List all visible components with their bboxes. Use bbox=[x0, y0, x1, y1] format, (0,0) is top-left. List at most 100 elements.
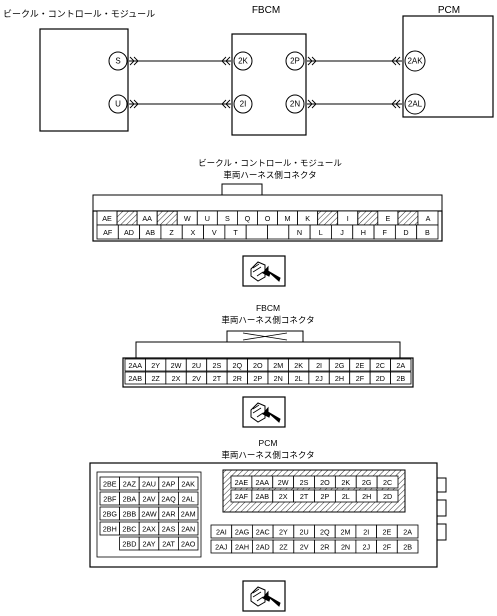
pcm-right-bottom-pin-1-8: 2F bbox=[376, 539, 398, 554]
pcm-left-pin-0-2-label: 2AU bbox=[142, 480, 156, 489]
vcm-pin-row2-5: V bbox=[203, 224, 226, 240]
fbcm-pin-row1-4: 2S bbox=[206, 358, 228, 372]
pcm-right-bottom-pin-1-6: 2N bbox=[334, 539, 357, 554]
pcm-left-pin-0-3-label: 2AP bbox=[162, 480, 176, 489]
pcm-left-pin-1-1-label: 2BA bbox=[123, 495, 137, 504]
vcm-pin-row1-4: W bbox=[176, 210, 198, 226]
pcm-left-pin-2-3-label: 2AR bbox=[162, 510, 176, 519]
pcm-right-bottom-pin-1-8-label: 2F bbox=[383, 543, 392, 552]
fbcm-pin-row2-13-label: 2B bbox=[396, 374, 405, 383]
connector-chevrons bbox=[129, 56, 401, 109]
vcm-pin-row2-6: T bbox=[224, 224, 247, 240]
pcm-pin-2ak-label: 2AK bbox=[407, 57, 423, 66]
pcm-right-top-pin-1-0: 2AF bbox=[230, 489, 253, 503]
chevron bbox=[129, 99, 135, 109]
pcm-right-bottom-pin-1-9: 2B bbox=[396, 539, 419, 554]
pcm-right-top-pin-0-3: 2S bbox=[293, 475, 315, 489]
pcm-right-bottom-pin-0-7-label: 2I bbox=[363, 528, 369, 537]
vcm-pin-row2-9: N bbox=[288, 224, 311, 240]
chevron bbox=[307, 99, 313, 109]
pcm-right-bottom-pin-0-1-label: 2AG bbox=[235, 528, 250, 537]
pcm-right-top-pin-0-5: 2K bbox=[334, 475, 357, 489]
fbcm-pin-row2-2-label: 2X bbox=[172, 374, 181, 383]
vcm-pin-row1-6: S bbox=[216, 210, 238, 226]
pcm-left-pin-4-1-label: 2BD bbox=[122, 540, 136, 549]
vcm-pin-row2-7 bbox=[245, 224, 268, 240]
pcm-left-pin-3-2: 2AX bbox=[138, 521, 160, 536]
pcm-right-top-pin-1-6: 2H bbox=[355, 489, 378, 503]
vcm-pin-row2-2: AB bbox=[139, 224, 162, 240]
chevron bbox=[395, 99, 401, 109]
vcm-pin-row1-2-label: AA bbox=[142, 214, 152, 223]
fbcm-pin-row1-12-label: 2C bbox=[376, 361, 385, 370]
pcm-left-pin-1-3-label: 2AQ bbox=[161, 495, 176, 504]
pcm-pin-2al-label: 2AL bbox=[408, 100, 423, 109]
pcm-right-bottom-pin-0-1: 2AG bbox=[231, 524, 253, 539]
pcm-right-top-pin-1-5: 2L bbox=[334, 489, 357, 503]
vcm-pin-row2-5-label: V bbox=[212, 228, 217, 237]
pcm-left-pin-1-3: 2AQ bbox=[158, 491, 179, 506]
vcm-pin-row2-15: B bbox=[416, 224, 439, 240]
vcm-pin-row1-16: A bbox=[417, 210, 439, 226]
pcm-right-top-pin-0-0: 2AE bbox=[230, 475, 253, 489]
fbcm-pin-row2-5-label: 2R bbox=[233, 374, 242, 383]
pcm-right-bottom-pin-1-3-label: 2Z bbox=[279, 543, 288, 552]
fbcm-pin-row1-11-label: 2E bbox=[356, 361, 365, 370]
fbcm-pin-row2-1-label: 2Z bbox=[151, 374, 160, 383]
pcm-connector-subtitle: 車両ハーネス側コネクタ bbox=[221, 450, 314, 460]
fbcm-pin-row2-4-label: 2T bbox=[213, 374, 222, 383]
pcm-right-top-pin-0-7: 2C bbox=[376, 475, 399, 489]
fbcm-pin-row1-13: 2A bbox=[390, 358, 412, 372]
pcm-left-pin-1-4-label: 2AL bbox=[182, 495, 195, 504]
fbcm-pin-row2-10: 2H bbox=[328, 371, 351, 385]
fbcm-pin-row2-5: 2R bbox=[226, 371, 248, 385]
chevron bbox=[311, 99, 317, 109]
fbcm-pin-row1-7-label: 2M bbox=[273, 361, 283, 370]
fbcm-connector-title: FBCM bbox=[256, 303, 280, 313]
fbcm-pin-row2-0: 2AB bbox=[124, 371, 146, 385]
chevron bbox=[225, 99, 231, 109]
pcm-left-pin-1-4: 2AL bbox=[177, 491, 199, 506]
vcm-pin-s-label: S bbox=[115, 57, 120, 66]
pcm-right-bottom-pin-1-1-label: 2AH bbox=[235, 543, 249, 552]
vcm-pin-row2-12-label: H bbox=[361, 228, 366, 237]
pcm-right-bottom-pin-1-5: 2R bbox=[314, 539, 336, 554]
vcm-pin-row2-0-label: AF bbox=[103, 228, 113, 237]
vcm-pin-u-label: U bbox=[115, 100, 121, 109]
fbcm-pin-2p: 2P bbox=[285, 51, 305, 71]
vcm-pin-row2-13: F bbox=[373, 224, 396, 240]
fbcm-pin-2i: 2I bbox=[233, 94, 253, 114]
pcm-left-pin-0-0: 2BE bbox=[99, 476, 121, 491]
pcm-left-pin-0-4: 2AK bbox=[177, 476, 199, 491]
pcm-right-bottom-pin-1-3: 2Z bbox=[272, 539, 295, 554]
fbcm-pin-row2-7-label: 2N bbox=[274, 374, 283, 383]
vcm-pin-row2-4-label: X bbox=[191, 228, 196, 237]
vcm-pin-row1-7: Q bbox=[237, 210, 258, 226]
pcm-module-label: PCM bbox=[438, 5, 460, 16]
vcm-pin-row1-0: AE bbox=[96, 210, 118, 226]
vcm-pin-row1-16-label: A bbox=[426, 214, 431, 223]
pcm-right-bottom-pin-0-8: 2E bbox=[376, 524, 398, 539]
pcm-right-bottom-pin-0-3-label: 2Y bbox=[279, 528, 288, 537]
pcm-connector-title: PCM bbox=[259, 438, 278, 448]
vcm-pin-row1-8-label: O bbox=[265, 214, 271, 223]
fbcm-pin-row2-9-label: 2J bbox=[315, 374, 323, 383]
fbcm-pin-row2-9: 2J bbox=[308, 371, 330, 385]
chevron bbox=[391, 99, 397, 109]
pcm-right-top-pin-1-5-label: 2L bbox=[342, 492, 350, 501]
vcm-pin-row2-9-label: N bbox=[297, 228, 302, 237]
pcm-left-pin-4-3: 2AT bbox=[158, 536, 179, 551]
pcm-connector-side-tabs bbox=[437, 477, 447, 541]
pcm-left-pin-0-4-label: 2AK bbox=[181, 480, 195, 489]
pcm-left-pin-4-2: 2AY bbox=[138, 536, 160, 551]
pcm-left-pin-3-4: 2AN bbox=[177, 521, 199, 536]
wires bbox=[129, 60, 402, 105]
vcm-pin-row2-15-label: B bbox=[425, 228, 430, 237]
fbcm-pin-2n: 2N bbox=[285, 94, 305, 114]
fbcm-pin-2n-label: 2N bbox=[290, 100, 300, 109]
pcm-left-pin-3-0: 2BH bbox=[99, 521, 121, 536]
pcm-right-bottom-pin-1-4: 2V bbox=[293, 539, 315, 554]
fbcm-pin-row1-5: 2Q bbox=[226, 358, 248, 372]
vcm-pin-s: S bbox=[108, 51, 128, 71]
